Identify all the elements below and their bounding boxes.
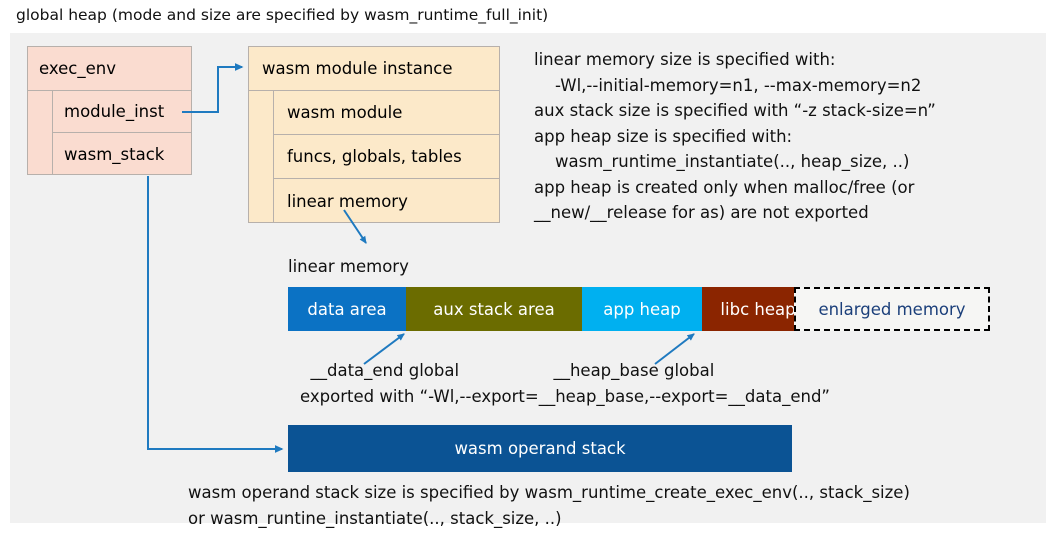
memory-segment-aux-stack-area: aux stack area (406, 287, 582, 331)
wmi-row-wasm-module: wasm module (274, 91, 499, 135)
memory-segment-enlarged-memory: enlarged memory (794, 287, 990, 331)
exec-env-header: exec_env (28, 47, 191, 91)
note-linear-memory-config: linear memory size is specified with: -W… (534, 50, 936, 222)
wasm-operand-stack-box: wasm operand stack (288, 425, 792, 472)
exec-env-gutter (28, 91, 53, 174)
linear-memory-label: linear memory (288, 257, 409, 276)
memory-segment-app-heap: app heap (582, 287, 702, 331)
wmi-row-funcs-globals-tables: funcs, globals, tables (274, 135, 499, 179)
wasm-module-instance-header: wasm module instance (249, 47, 499, 91)
wmi-row-linear-memory: linear memory (287, 191, 408, 211)
exec-env-row-module-inst: module_inst (53, 91, 191, 133)
page-title: global heap (mode and size are specified… (16, 6, 549, 24)
wasm-module-instance-gutter (249, 91, 274, 222)
note-operand-stack-size: wasm operand stack size is specified by … (188, 483, 910, 528)
wasm-module-instance-box: wasm module instance wasm module funcs, … (248, 46, 500, 223)
note-exported-globals: __data_end global __heap_base global exp… (300, 361, 830, 406)
exec-env-box: exec_env module_inst wasm_stack (27, 46, 192, 175)
memory-segment-data-area: data area (288, 287, 406, 331)
exec-env-row-wasm-stack: wasm_stack (64, 144, 165, 164)
